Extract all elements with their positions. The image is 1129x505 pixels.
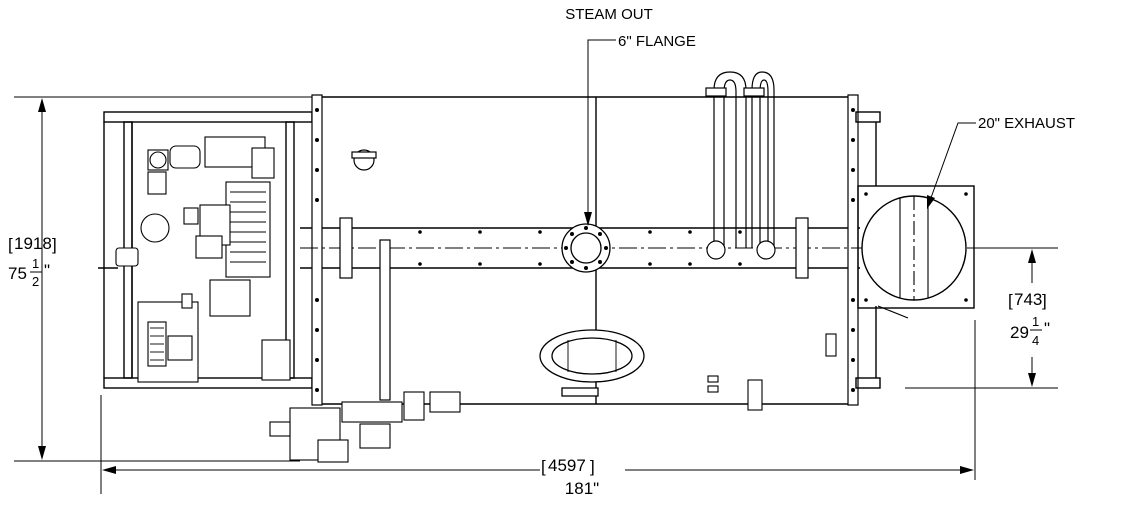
hose-fittings: [705, 87, 776, 260]
height-inch-mark: ": [44, 261, 50, 280]
centerline-in-num: 1: [1032, 314, 1039, 329]
dimension-lines: [14, 96, 1058, 494]
burner-details: [98, 191, 266, 361]
centerline-bracket-open: [: [1008, 291, 1013, 310]
length-bracket-open: [: [541, 457, 546, 476]
burner-valve-train: [115, 136, 291, 383]
height-in-whole: 75: [8, 264, 27, 283]
height-in-num: 1: [32, 256, 39, 271]
relief-hoses: [713, 71, 775, 248]
height-mm: 1918: [14, 234, 52, 253]
gauge-fittings: [707, 333, 837, 411]
steam-flange-bolts: [564, 226, 608, 270]
steam-flange-label: 6" FLANGE: [618, 33, 696, 50]
flange-bolts: [315, 108, 855, 392]
feedwater-piping: [269, 391, 461, 463]
exhaust-bolts: [864, 192, 968, 302]
top-handhole: [351, 149, 377, 171]
callout-leaders: [587, 39, 976, 222]
height-in-den: 2: [32, 274, 39, 289]
exhaust-damper: [877, 196, 929, 319]
length-in: 181": [565, 479, 599, 498]
centerline-inch-mark: ": [1044, 319, 1050, 338]
length-bracket-close: ]: [590, 457, 595, 476]
height-bracket-open: [: [8, 235, 13, 254]
steam-out-flange: [561, 223, 611, 273]
manway-details: [567, 340, 617, 372]
centerline-bracket-close: ]: [1042, 291, 1047, 310]
centerline-in-whole: 29: [1010, 323, 1029, 342]
steam-header-pipe: [339, 217, 809, 401]
height-bracket-close: ]: [52, 235, 57, 254]
dimension-arrowheads: [38, 98, 1036, 474]
centerline-mm: 743: [1014, 290, 1042, 309]
centerline-in-den: 4: [1032, 333, 1039, 348]
callout-arrowheads: [584, 195, 935, 226]
header-bolts: [418, 230, 742, 266]
steam-out-label: STEAM OUT: [565, 6, 653, 23]
exhaust-housing: [855, 111, 975, 389]
length-mm: 4597: [548, 456, 586, 475]
bottom-manway: [539, 329, 645, 397]
exhaust-label: 20" EXHAUST: [978, 115, 1075, 132]
